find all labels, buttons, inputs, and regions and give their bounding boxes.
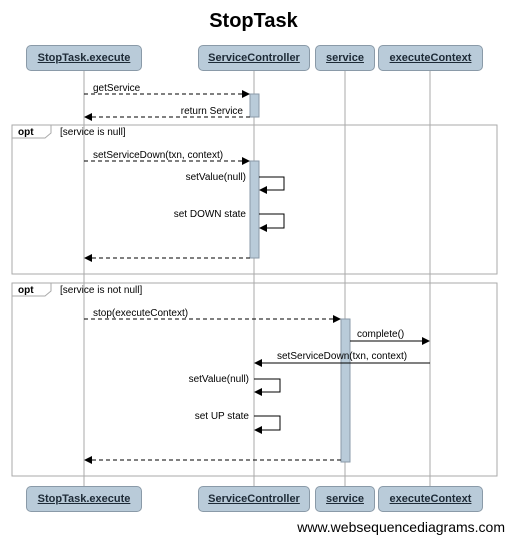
message-label: complete(): [357, 329, 404, 340]
message-label: setValue(null): [186, 172, 246, 183]
fragment-operator: opt: [18, 285, 34, 296]
message-label: getService: [93, 83, 141, 94]
opt-fragment-service-null: opt [service is null]: [11, 124, 498, 275]
participant-servicecontroller-bottom: ServiceController: [198, 486, 310, 512]
fragment-guard: [service is null]: [60, 127, 126, 138]
participant-servicecontroller-top: ServiceController: [198, 45, 310, 71]
message-label: setValue(null): [189, 374, 249, 385]
self-message-arrow: [254, 378, 281, 396]
message-label: set DOWN state: [174, 209, 247, 220]
activation-servicecontroller-1: [249, 93, 260, 118]
participant-service-bottom: service: [315, 486, 375, 512]
participant-executecontext-bottom: executeContext: [378, 486, 483, 512]
self-message-arrow: [254, 415, 281, 434]
message-label: return Service: [181, 106, 244, 117]
message-label: set UP state: [195, 411, 250, 422]
activation-service: [340, 318, 351, 463]
activation-servicecontroller-2: [249, 160, 260, 259]
message-label: setServiceDown(txn, context): [277, 351, 407, 362]
participant-stoptask-execute-top: StopTask.execute: [26, 45, 142, 71]
watermark[interactable]: www.websequencediagrams.com: [297, 519, 505, 535]
opt-fragment-service-not-null: opt [service is not null]: [11, 282, 498, 477]
fragment-operator: opt: [18, 127, 34, 138]
message-label: stop(executeContext): [93, 308, 188, 319]
diagram-title: StopTask: [209, 10, 298, 32]
message-label: setServiceDown(txn, context): [93, 150, 223, 161]
participant-executecontext-top: executeContext: [378, 45, 483, 71]
fragment-guard: [service is not null]: [60, 285, 142, 296]
participant-service-top: service: [315, 45, 375, 71]
self-message-arrow: [259, 176, 285, 194]
participant-stoptask-execute-bottom: StopTask.execute: [26, 486, 142, 512]
self-message-arrow: [259, 213, 285, 232]
